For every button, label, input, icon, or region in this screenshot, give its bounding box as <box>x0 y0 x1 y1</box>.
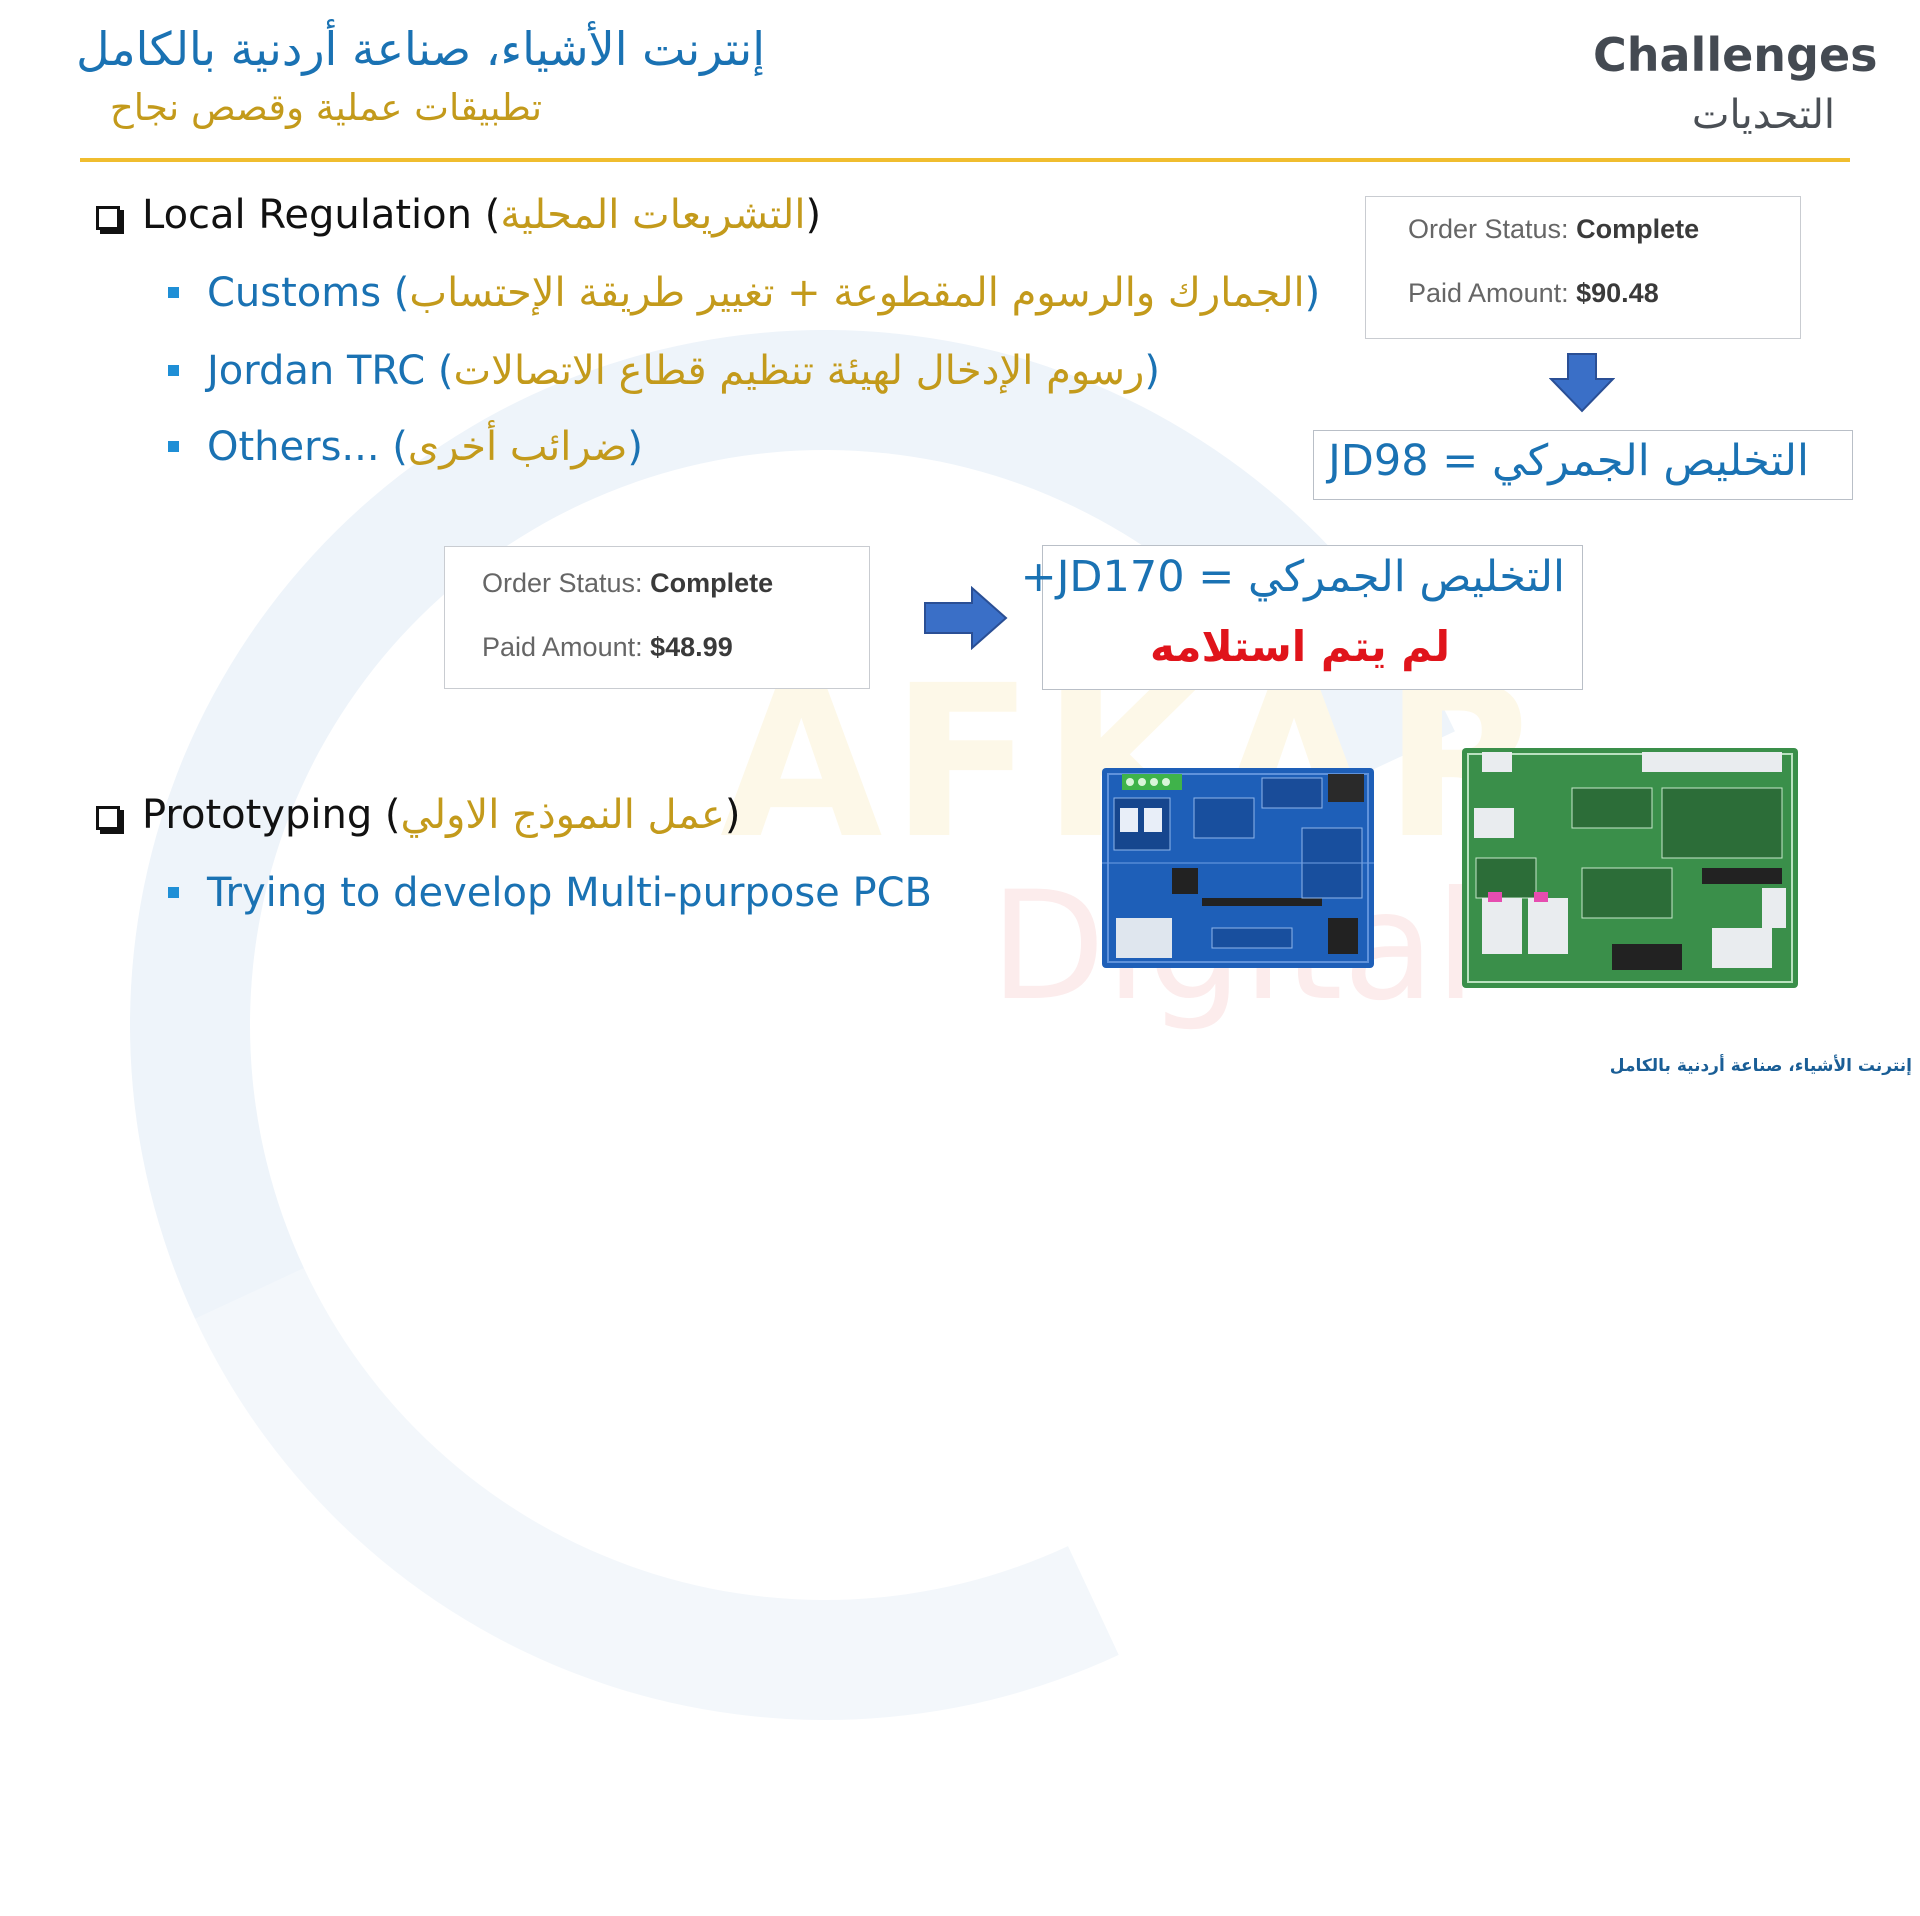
bullet-multipurpose-pcb: Trying to develop Multi-purpose PCB <box>168 870 932 916</box>
order-status-card-2 <box>444 546 870 689</box>
bullet-jordan-trc: Jordan TRC (رسوم الإدخال لهيئة تنظيم قطا… <box>168 348 1160 394</box>
not-received-note: لم يتم استلامه <box>1149 622 1450 671</box>
paid-amount-value: $90.48 <box>1576 278 1659 308</box>
title-challenges: Challenges <box>1593 28 1878 82</box>
pcb-blue-image <box>1102 768 1374 968</box>
bullet-label: Others... <box>207 424 380 470</box>
paid-amount-value: $48.99 <box>650 632 733 662</box>
order-status-line-1: Order Status: Complete <box>1408 214 1700 244</box>
bullet-arabic: ضرائب أخرى <box>407 424 628 470</box>
section-local-regulation: Local Regulation (التشريعات المحلية) <box>96 192 821 238</box>
title-arabic: إنترنت الأشياء، صناعة أردنية بالكامل <box>76 22 765 76</box>
order-status-card-1 <box>1365 196 1801 339</box>
bullet-square-icon <box>168 887 179 898</box>
paid-amount-line-2: Paid Amount: $48.99 <box>482 632 733 662</box>
section-label-arabic: عمل النموذج الاولي <box>400 792 725 838</box>
bullet-customs: Customs (الجمارك والرسوم المقطوعة + تغيي… <box>168 270 1320 316</box>
order-status-value: Complete <box>1576 214 1700 244</box>
checkbox-icon <box>96 206 120 230</box>
bullet-arabic: رسوم الإدخال لهيئة تنظيم قطاع الاتصالات <box>453 348 1145 394</box>
header-divider <box>80 158 1850 162</box>
bullet-label: Customs <box>207 270 382 316</box>
arrow-down-icon <box>1549 353 1615 413</box>
order-status-value: Complete <box>650 568 774 598</box>
bullet-label: Jordan TRC <box>207 348 426 394</box>
subtitle-arabic: تطبيقات عملية وقصص نجاح <box>109 86 542 129</box>
bullet-others: Others... (ضرائب أخرى) <box>168 424 643 470</box>
bullet-arabic: الجمارك والرسوم المقطوعة + تغيير طريقة ا… <box>409 270 1305 316</box>
section-label: Prototyping <box>142 792 373 838</box>
order-status-line-2: Order Status: Complete <box>482 568 774 598</box>
arrow-right-icon <box>924 586 1008 650</box>
footer-text: إنترنت الأشياء، صناعة أردنية بالكامل <box>1609 1056 1912 1076</box>
section-prototyping: Prototyping (عمل النموذج الاولي) <box>96 792 740 838</box>
pcb-green-image <box>1462 748 1798 988</box>
paid-amount-line-1: Paid Amount: $90.48 <box>1408 278 1659 308</box>
bullet-square-icon <box>168 365 179 376</box>
customs-clearance-box-2 <box>1042 545 1583 690</box>
bullet-square-icon <box>168 287 179 298</box>
customs-clearance-text-1: التخليص الجمركي = JD98 <box>1328 436 1809 486</box>
customs-clearance-box-1 <box>1313 430 1853 500</box>
section-label-arabic: التشريعات المحلية <box>500 192 806 238</box>
customs-clearance-text-2: التخليص الجمركي = JD170+ <box>1020 552 1565 602</box>
section-label: Local Regulation <box>142 192 472 238</box>
checkbox-icon <box>96 806 120 830</box>
bullet-square-icon <box>168 441 179 452</box>
subtitle-challenges-arabic: التحديات <box>1691 92 1835 138</box>
bullet-label: Trying to develop Multi-purpose PCB <box>207 870 932 916</box>
